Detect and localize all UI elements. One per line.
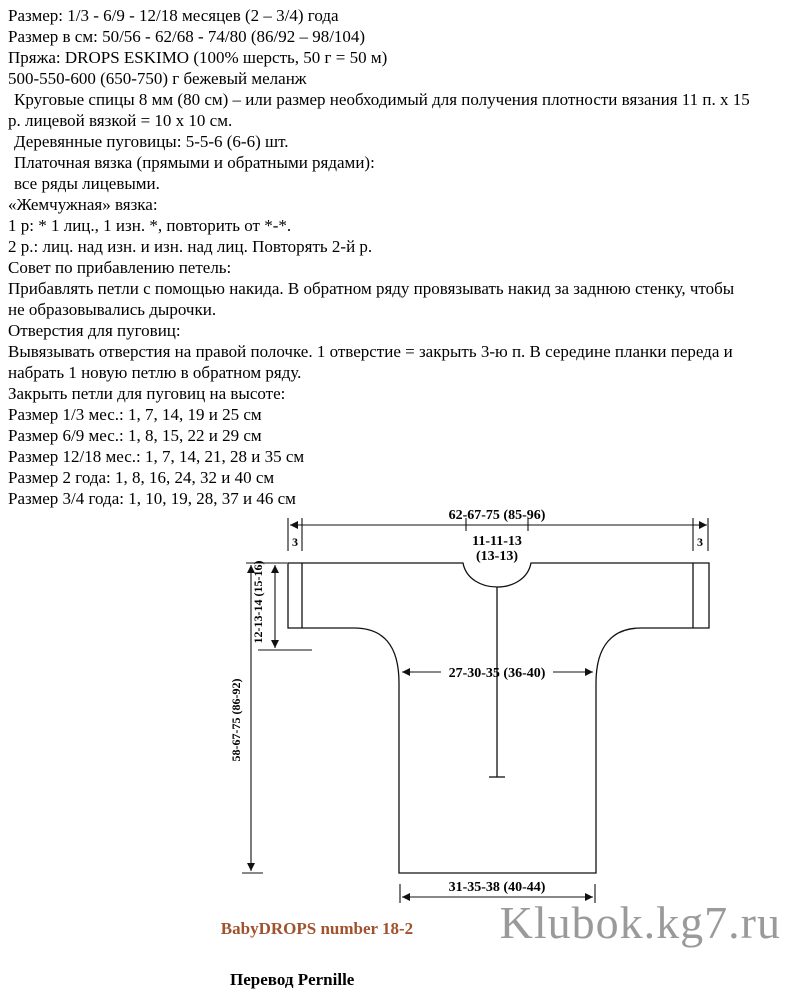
- instruction-line: Деревянные пуговицы: 5-5-6 (6-6) шт.: [14, 132, 289, 151]
- translator-credit: Перевод Pernille: [230, 970, 355, 989]
- instruction-line: Размер 6/9 мес.: 1, 8, 15, 22 и 29 см: [8, 426, 262, 445]
- instruction-line: Совет по прибавлению петель:: [8, 258, 232, 277]
- instruction-line: Отверстия для пуговиц:: [8, 321, 181, 340]
- label-yoke-depth: 12-13-14 (15-16): [251, 561, 265, 644]
- label-top-width: 62-67-75 (85-96): [449, 508, 546, 523]
- label-neck-width-paren: (13-13): [476, 549, 518, 564]
- pattern-instructions: Размер: 1/3 - 6/9 - 12/18 месяцев (2 – 3…: [8, 5, 750, 509]
- instruction-line: Платочная вязка (прямыми и обратными ряд…: [14, 153, 375, 172]
- instruction-line: Размер в см: 50/56 - 62/68 - 74/80 (86/9…: [8, 27, 366, 46]
- label-total-length: 58-67-75 (86-92): [229, 679, 243, 762]
- label-cuff-right: 3: [697, 535, 703, 549]
- pattern-number: BabyDROPS number 18-2: [221, 919, 413, 938]
- instruction-line: 2 р.: лиц. над изн. и изн. над лиц. Повт…: [8, 237, 373, 256]
- garment-schematic: 62-67-75 (85-96) 3 3 11-11-13 (13-13) 12…: [221, 508, 710, 989]
- instruction-line: р. лицевой вязкой = 10 х 10 см.: [8, 111, 233, 130]
- instruction-line: 500-550-600 (650-750) г бежевый меланж: [8, 69, 307, 88]
- label-neck-width: 11-11-13: [472, 534, 522, 549]
- label-hem-width: 31-35-38 (40-44): [449, 880, 546, 895]
- instruction-line: Размер 2 года: 1, 8, 16, 24, 32 и 40 см: [8, 468, 275, 487]
- instruction-line: Размер: 1/3 - 6/9 - 12/18 месяцев (2 – 3…: [8, 6, 339, 25]
- label-cuff-left: 3: [292, 535, 298, 549]
- instruction-line: не образовывались дырочки.: [8, 300, 217, 319]
- instruction-line: набрать 1 новую петлю в обратном ряду.: [8, 363, 302, 382]
- instruction-line: Прибавлять петли с помощью накида. В обр…: [8, 279, 735, 298]
- instruction-line: Размер 1/3 мес.: 1, 7, 14, 19 и 25 см: [8, 405, 262, 424]
- instruction-line: Размер 12/18 мес.: 1, 7, 14, 21, 28 и 35…: [8, 447, 305, 466]
- instruction-line: Вывязывать отверстия на правой полочке. …: [8, 342, 733, 361]
- garment-outline: [287, 562, 710, 874]
- label-chest-width: 27-30-35 (36-40): [449, 666, 546, 681]
- instruction-line: 1 р: * 1 лиц., 1 изн. *, повторить от *-…: [8, 216, 292, 235]
- instruction-line: все ряды лицевыми.: [14, 174, 160, 193]
- watermark: Klubok.kg7.ru: [499, 897, 781, 948]
- instruction-line: Размер 3/4 года: 1, 10, 19, 28, 37 и 46 …: [8, 489, 296, 508]
- instruction-line: Круговые спицы 8 мм (80 см) – или размер…: [14, 90, 750, 109]
- instruction-line: Закрыть петли для пуговиц на высоте:: [8, 384, 286, 403]
- instruction-line: «Жемчужная» вязка:: [8, 195, 158, 214]
- instruction-line: Пряжа: DROPS ESKIMO (100% шерсть, 50 г =…: [8, 48, 388, 67]
